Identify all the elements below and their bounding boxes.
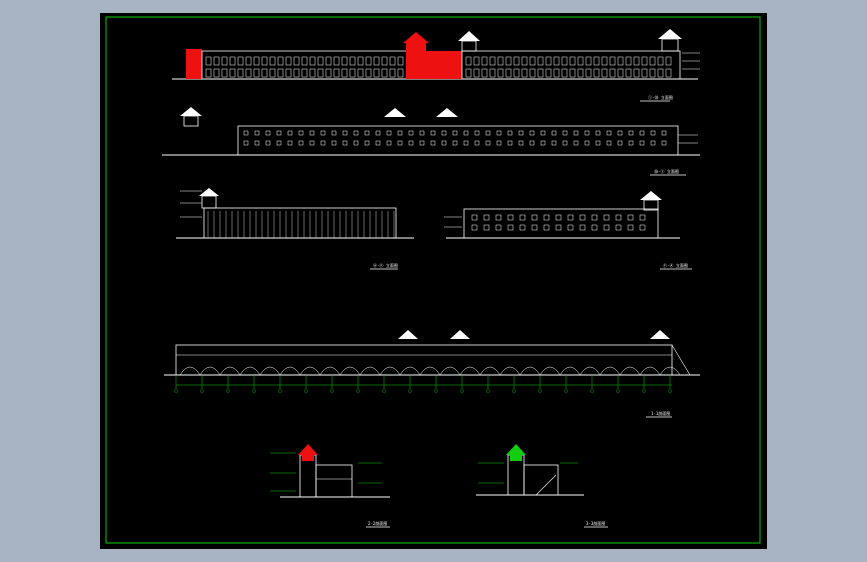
view-caption-section-b: 3-3剖面图	[586, 520, 605, 526]
red-wing-block	[186, 49, 202, 79]
red-gate-block	[426, 51, 462, 79]
long-section-view: 1-1剖面图	[164, 330, 700, 418]
drawing-frame	[105, 16, 761, 544]
rear-elevation-view: ⑳-① 立面图	[162, 107, 700, 176]
right-elevation-view: Ⓕ-Ⓐ 立面图	[444, 191, 692, 270]
view-caption-long-section: 1-1剖面图	[651, 410, 670, 416]
left-elevation-view: Ⓐ-Ⓕ 立面图	[176, 188, 414, 270]
view-caption-rear: ⑳-① 立面图	[654, 168, 679, 174]
view-caption-front: ①-⑳ 立面图	[648, 94, 673, 100]
section-a-view: 2-2剖面图	[270, 444, 390, 528]
red-gate-tower	[406, 43, 426, 79]
cad-viewport[interactable]: ①-⑳ 立面图 ⑳-① 立面图 Ⓐ-Ⓕ 立面图	[100, 13, 767, 549]
cad-drawing: ①-⑳ 立面图 ⑳-① 立面图 Ⓐ-Ⓕ 立面图	[105, 16, 761, 544]
section-b-view: 3-3剖面图	[476, 444, 608, 528]
view-caption-right: Ⓕ-Ⓐ 立面图	[663, 262, 688, 268]
front-elevation-view: ①-⑳ 立面图	[172, 29, 700, 102]
view-caption-left: Ⓐ-Ⓕ 立面图	[373, 262, 398, 268]
view-caption-section-a: 2-2剖面图	[368, 520, 387, 526]
